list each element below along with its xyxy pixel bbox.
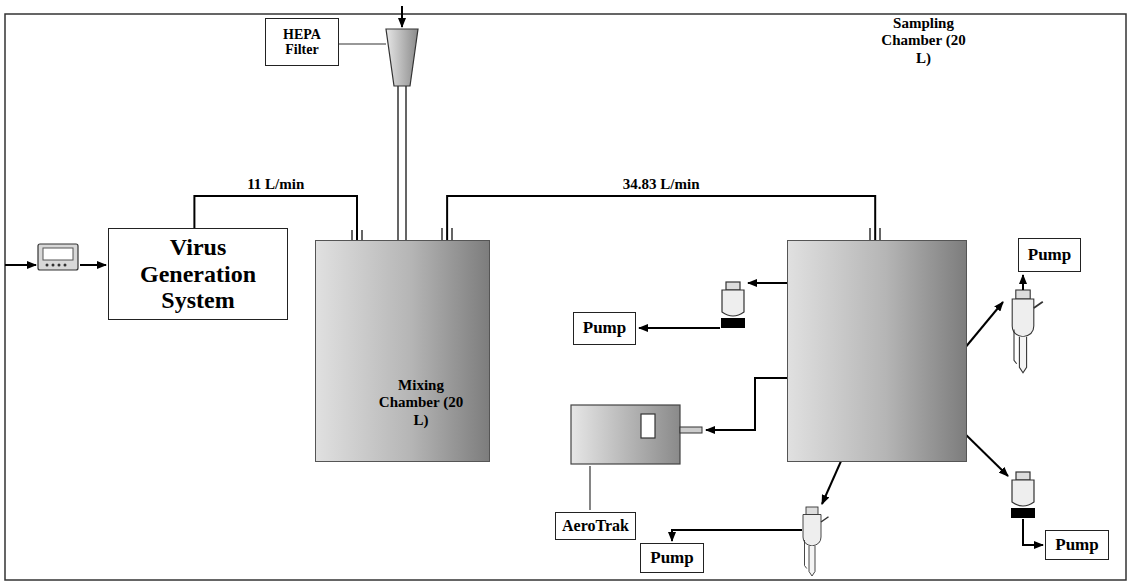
chamber-name: Sampling Chamber (20 L) <box>876 15 971 67</box>
flow-rate: 11 L/min <box>244 176 307 193</box>
box-text: Pump <box>583 319 626 338</box>
pump-box: Pump <box>640 543 704 573</box>
device-label: AeroTrak <box>555 512 636 540</box>
input-line <box>5 264 36 266</box>
biosampler-symbol <box>803 507 829 576</box>
box-text: AeroTrak <box>562 517 629 535</box>
pump-box: Pump <box>1045 530 1109 560</box>
filter-stem <box>398 86 406 252</box>
box-text: Pump <box>1028 246 1071 265</box>
frame <box>5 14 1126 580</box>
particle-counter <box>571 405 702 464</box>
hepa-filter-symbol <box>386 29 418 86</box>
box-text: HEPA Filter <box>272 27 332 58</box>
biosampler-symbol <box>1012 290 1043 373</box>
flow-rate: 34.83 L/min <box>620 176 703 193</box>
pump-box: Pump <box>1018 238 1081 272</box>
filter-label: HEPA Filter <box>265 18 339 66</box>
box-text: Pump <box>650 549 693 568</box>
box-text: Virus Generation System <box>123 234 273 313</box>
pump-line <box>1023 519 1043 545</box>
flow-line <box>447 196 875 240</box>
aerotrak-leader <box>589 466 590 510</box>
sampling-chamber: Sampling Chamber (20 L) <box>787 240 967 462</box>
box-text: Pump <box>1055 536 1098 555</box>
monitor-arrow <box>80 264 106 266</box>
chamber-name: Mixing Chamber (20 L) <box>371 377 471 429</box>
hepa-leader <box>333 43 386 44</box>
impinger-symbol <box>1011 472 1035 518</box>
pump-line <box>639 327 720 329</box>
impinger-symbol <box>721 282 745 328</box>
monitor-icon <box>38 244 78 270</box>
process-box: Virus Generation System <box>108 228 288 320</box>
air-inlet-arrow <box>401 6 403 27</box>
pump-line <box>672 530 802 541</box>
pump-box: Pump <box>573 312 636 345</box>
pump-line <box>1022 275 1024 290</box>
mixing-chamber: Mixing Chamber (20 L) <box>315 240 490 462</box>
